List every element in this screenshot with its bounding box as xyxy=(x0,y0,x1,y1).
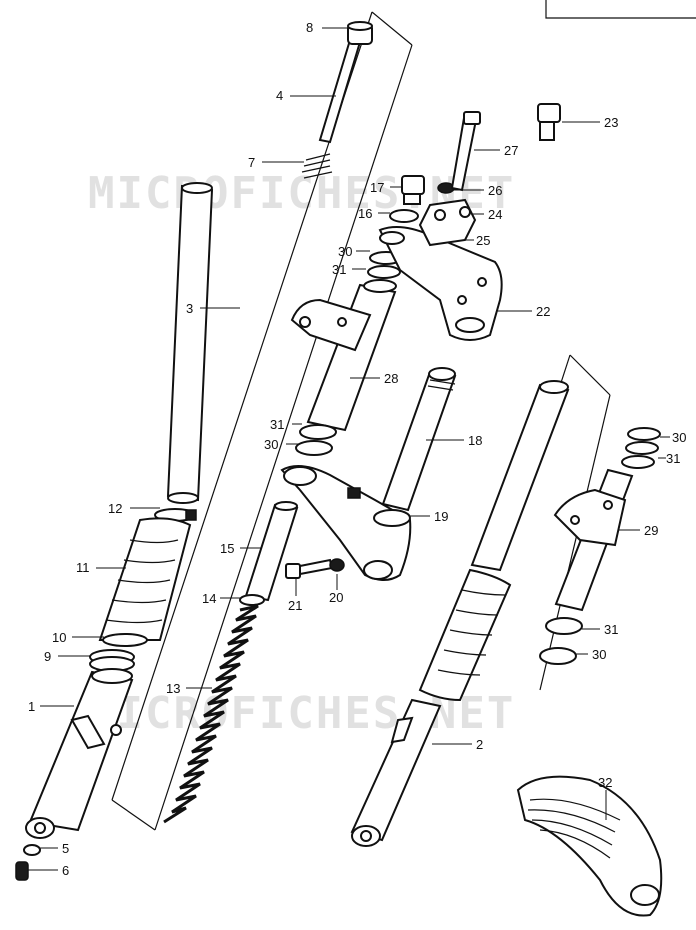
callout-labels: 8 4 7 3 12 11 10 9 1 13 14 15 5 6 27 23 … xyxy=(28,20,686,878)
callout-30-top: 30 xyxy=(338,244,352,259)
callout-22: 22 xyxy=(536,304,550,319)
bracket-bolt xyxy=(537,103,561,141)
spring-seat xyxy=(239,594,265,606)
handlebar-clamp xyxy=(418,198,477,247)
steering-stem xyxy=(381,367,457,512)
callout-16: 16 xyxy=(358,206,372,221)
fork-outer-tube-right xyxy=(350,380,570,847)
callout-31-right-bottom: 31 xyxy=(604,622,618,637)
callout-17: 17 xyxy=(370,180,384,195)
callout-8: 8 xyxy=(306,20,313,35)
callout-12: 12 xyxy=(108,501,122,516)
callout-1: 1 xyxy=(28,699,35,714)
callout-10: 10 xyxy=(52,630,66,645)
cover-cushion-bottom xyxy=(295,424,337,456)
title-box-corner xyxy=(545,0,696,19)
steering-upper-bracket xyxy=(378,225,503,341)
callout-14: 14 xyxy=(202,591,216,606)
fork-cover-right xyxy=(553,468,634,612)
fork-outer-tube-left xyxy=(25,668,134,839)
callout-6: 6 xyxy=(62,863,69,878)
callout-15: 15 xyxy=(220,541,234,556)
stem-bolt xyxy=(401,175,425,205)
right-cover-cushion-bottom xyxy=(539,617,583,665)
drain-washer xyxy=(23,844,41,856)
oil-seal xyxy=(102,633,148,647)
fork-inner-tube-left xyxy=(166,182,214,504)
rod-piston-ring xyxy=(347,21,373,45)
lower-bracket-nut xyxy=(329,558,345,572)
callout-31-right-top: 31 xyxy=(666,451,680,466)
stem-washer xyxy=(389,209,419,223)
headlight-cover xyxy=(516,775,663,917)
callout-25: 25 xyxy=(476,233,490,248)
dust-boot-left xyxy=(98,508,197,642)
callout-24: 24 xyxy=(488,207,502,222)
fork-spring xyxy=(163,604,259,824)
callout-31-top: 31 xyxy=(332,262,346,277)
spring-spacer xyxy=(244,501,299,602)
callout-27: 27 xyxy=(504,143,518,158)
callout-5: 5 xyxy=(62,841,69,856)
callout-19: 19 xyxy=(434,509,448,524)
assembly-outline-left xyxy=(111,11,413,831)
callout-29: 29 xyxy=(644,523,658,538)
damper-rod xyxy=(318,37,362,144)
rebound-spring xyxy=(301,153,333,179)
callout-26: 26 xyxy=(488,183,502,198)
callout-30-right-bottom: 30 xyxy=(592,647,606,662)
callout-3: 3 xyxy=(186,301,193,316)
steering-lower-bracket xyxy=(280,465,412,581)
callout-2: 2 xyxy=(476,737,483,752)
callout-30-right-top: 30 xyxy=(672,430,686,445)
callout-11: 11 xyxy=(76,560,90,575)
right-cover-cushion-top xyxy=(621,427,661,469)
callout-32: 32 xyxy=(598,775,612,790)
lower-bracket-bolt xyxy=(285,558,334,579)
callout-9: 9 xyxy=(44,649,51,664)
callout-20: 20 xyxy=(329,590,343,605)
callout-30-mid: 30 xyxy=(264,437,278,452)
callout-23: 23 xyxy=(604,115,618,130)
callout-4: 4 xyxy=(276,88,283,103)
leader-lines xyxy=(28,27,670,871)
fork-cover xyxy=(290,283,397,432)
callout-31-mid: 31 xyxy=(270,417,284,432)
callout-21: 21 xyxy=(288,598,302,613)
callout-28: 28 xyxy=(384,371,398,386)
drain-bolt xyxy=(15,861,29,881)
seal-clip xyxy=(89,649,135,672)
callout-13: 13 xyxy=(166,681,180,696)
callout-18: 18 xyxy=(468,433,482,448)
callout-7: 7 xyxy=(248,155,255,170)
